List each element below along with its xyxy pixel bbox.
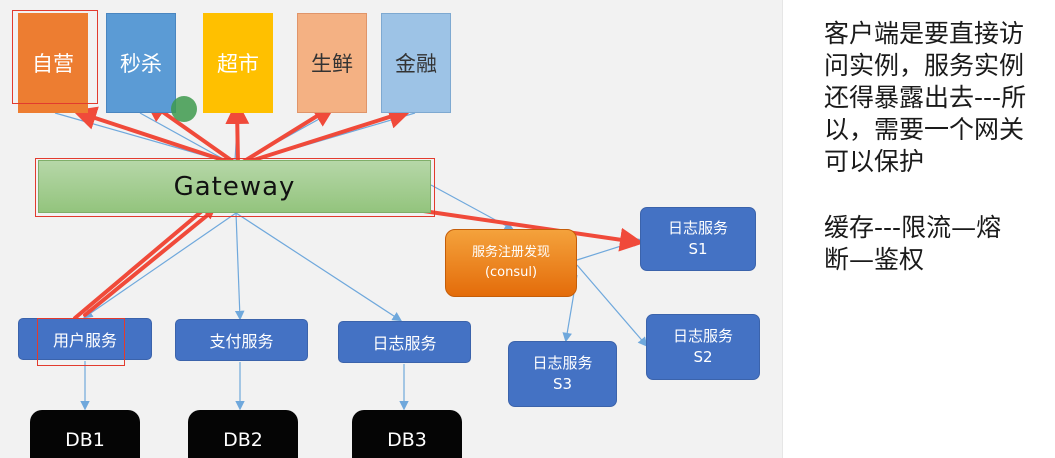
client-miaosha-label: 秒杀 — [120, 52, 162, 76]
speaker-notes: 客户端是要直接访 问实例，服务实例 还得暴露出去---所 以，需要一个网关 可以… — [824, 18, 1055, 276]
link-gateway-user — [83, 212, 237, 319]
log-service-label: 日志服务 — [372, 334, 437, 353]
db2-node: DB2 — [188, 410, 298, 458]
log-instance-s3: 日志服务 S3 — [508, 341, 617, 407]
client-chaoshi: 超市 — [203, 13, 273, 113]
log-s1-name: 日志服务 — [667, 219, 728, 237]
log-s3-name: 日志服务 — [532, 354, 593, 372]
link-consul-s2 — [576, 264, 648, 347]
client-jinrong: 金融 — [381, 13, 451, 113]
note-line-5: 可以保护 — [824, 147, 925, 176]
note-line-6: 缓存---限流—熔 — [824, 213, 1002, 242]
user-service-label: 用户服务 — [52, 331, 117, 350]
note-line-4: 以，需要一个网关 — [824, 115, 1025, 144]
registry-title: 服务注册发现 — [471, 245, 550, 260]
pay-service-node: 支付服务 — [175, 319, 308, 361]
client-chaoshi-label: 超市 — [217, 52, 259, 76]
log-service-node: 日志服务 — [338, 321, 471, 363]
log-s1-id: S1 — [688, 240, 708, 258]
red-arrow-shengxian — [236, 103, 337, 167]
red-arrow-jinrong — [236, 105, 413, 167]
gateway-label: Gateway — [173, 171, 296, 202]
red-arrow-user-gateway-2 — [83, 203, 222, 317]
client-shengxian-label: 生鲜 — [311, 52, 353, 76]
client-ziying-label: 自营 — [32, 52, 74, 76]
db1-node: DB1 — [30, 410, 140, 458]
client-miaosha: 秒杀 — [106, 13, 176, 113]
log-s2-id: S2 — [693, 348, 713, 366]
db1-label: DB1 — [65, 429, 105, 451]
registry-subtitle: (consul) — [484, 265, 538, 280]
red-arrow-ziying — [72, 106, 240, 167]
log-s3-id: S3 — [552, 375, 573, 393]
db2-label: DB2 — [223, 429, 263, 451]
log-instance-s2: 日志服务 S2 — [646, 314, 760, 380]
client-ziying: 自营 — [18, 13, 88, 113]
architecture-slide: 自营 秒杀 超市 生鲜 金融 Gateway 服务注册发现 (consul) 日… — [0, 0, 783, 458]
client-jinrong-label: 金融 — [395, 52, 437, 76]
red-arrow-user-gateway — [73, 194, 222, 320]
pointer-cursor — [171, 96, 197, 122]
note-line-2: 问实例，服务实例 — [824, 51, 1025, 80]
log-instance-s1: 日志服务 S1 — [640, 207, 756, 271]
red-arrow-chaoshi — [225, 100, 250, 167]
note-line-3: 还得暴露出去---所 — [824, 83, 1027, 112]
link-gateway-pay — [234, 212, 245, 321]
note-line-1: 客户端是要直接访 — [824, 19, 1025, 48]
red-arrow-miaosha — [143, 98, 240, 167]
link-gateway-log — [235, 212, 403, 322]
db3-node: DB3 — [352, 410, 462, 458]
gateway-node: Gateway — [38, 160, 431, 213]
note-line-7: 断—鉴权 — [824, 245, 925, 274]
log-s2-name: 日志服务 — [672, 327, 733, 345]
note-spacer — [824, 178, 1055, 212]
user-service-node: 用户服务 — [18, 318, 152, 360]
pay-service-label: 支付服务 — [209, 332, 274, 351]
registry-node: 服务注册发现 (consul) — [445, 229, 577, 297]
db3-label: DB3 — [387, 429, 427, 451]
client-shengxian: 生鲜 — [297, 13, 367, 113]
